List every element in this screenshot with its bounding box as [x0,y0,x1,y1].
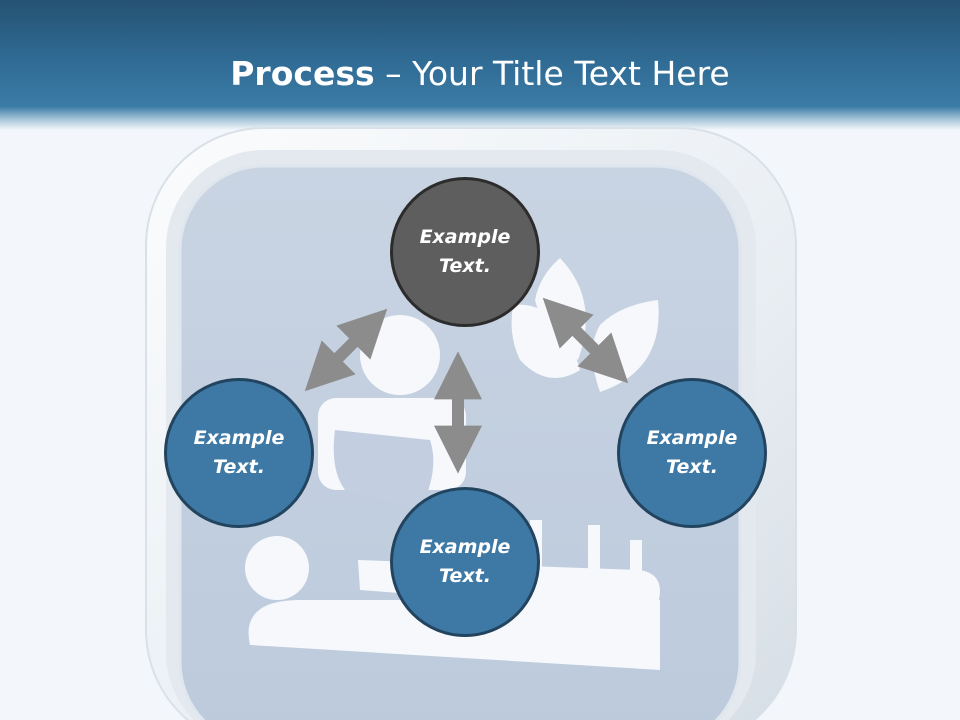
title-bar [0,0,960,130]
title-rest: – Your Title Text Here [374,54,730,93]
arrow-top-right [542,297,629,384]
process-node-left[interactable]: Example Text. [164,378,314,528]
process-node-top[interactable]: Example Text. [390,177,540,327]
process-node-bottom[interactable]: Example Text. [390,487,540,637]
process-node-right[interactable]: Example Text. [617,378,767,528]
connector-arrows [304,297,629,474]
arrow-top-left [304,308,388,392]
slide-title: Process – Your Title Text Here [0,52,960,96]
title-bold: Process [230,54,375,93]
